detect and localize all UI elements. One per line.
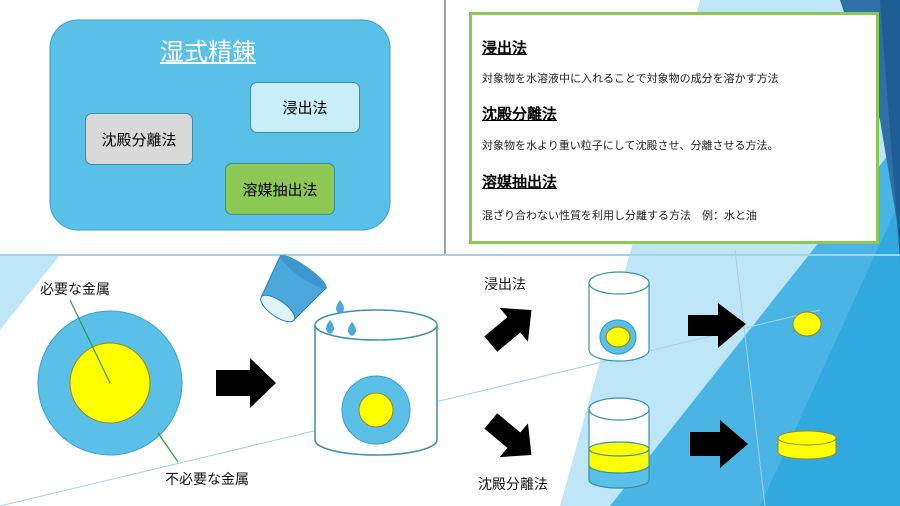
arrow-down-right-icon <box>484 413 532 458</box>
precipitation-label: 沈殿分離法 <box>478 477 548 493</box>
extracted-metal-icon <box>792 311 822 337</box>
arrow-up-right-icon <box>484 307 532 352</box>
precipitation-beaker-icon <box>588 397 650 489</box>
unneeded-metal-label: 不必要な金属 <box>165 472 249 488</box>
leaching-beaker-icon <box>588 271 650 362</box>
method-box-precipitation: 沈殿分離法 <box>85 113 193 165</box>
definition-term: 浸出法 <box>482 39 528 57</box>
precipitate-disc-icon <box>777 430 837 460</box>
needed-metal-label: 必要な金属 <box>40 282 110 298</box>
diagram-title: 湿式精錬 <box>160 38 256 66</box>
definitions-panel: 浸出法 対象物を水溶液中に入れることで対象物の成分を溶かす方法 沈殿分離法 対象… <box>469 12 879 244</box>
method-box-leaching: 浸出法 <box>250 82 360 133</box>
bucket-icon <box>260 254 328 323</box>
definition-description: 対象物を水より重い粒子にして沈殿させ、分離させる方法。 <box>482 139 779 152</box>
arrow-icon <box>690 420 748 468</box>
definition-description: 対象物を水溶液中に入れることで対象物の成分を溶かす方法 <box>482 72 779 85</box>
leaching-label: 浸出法 <box>484 277 526 293</box>
arrow-icon <box>216 358 276 408</box>
method-box-solvent-extraction: 溶媒抽出法 <box>225 163 335 215</box>
definition-description: 混ざり合わない性質を利用し分離する方法 例：水と油 <box>482 209 757 222</box>
definition-term: 溶媒抽出法 <box>482 173 558 191</box>
water-drop-icon <box>326 300 356 336</box>
definition-term: 沈殿分離法 <box>482 105 558 123</box>
arrow-icon <box>688 303 746 348</box>
